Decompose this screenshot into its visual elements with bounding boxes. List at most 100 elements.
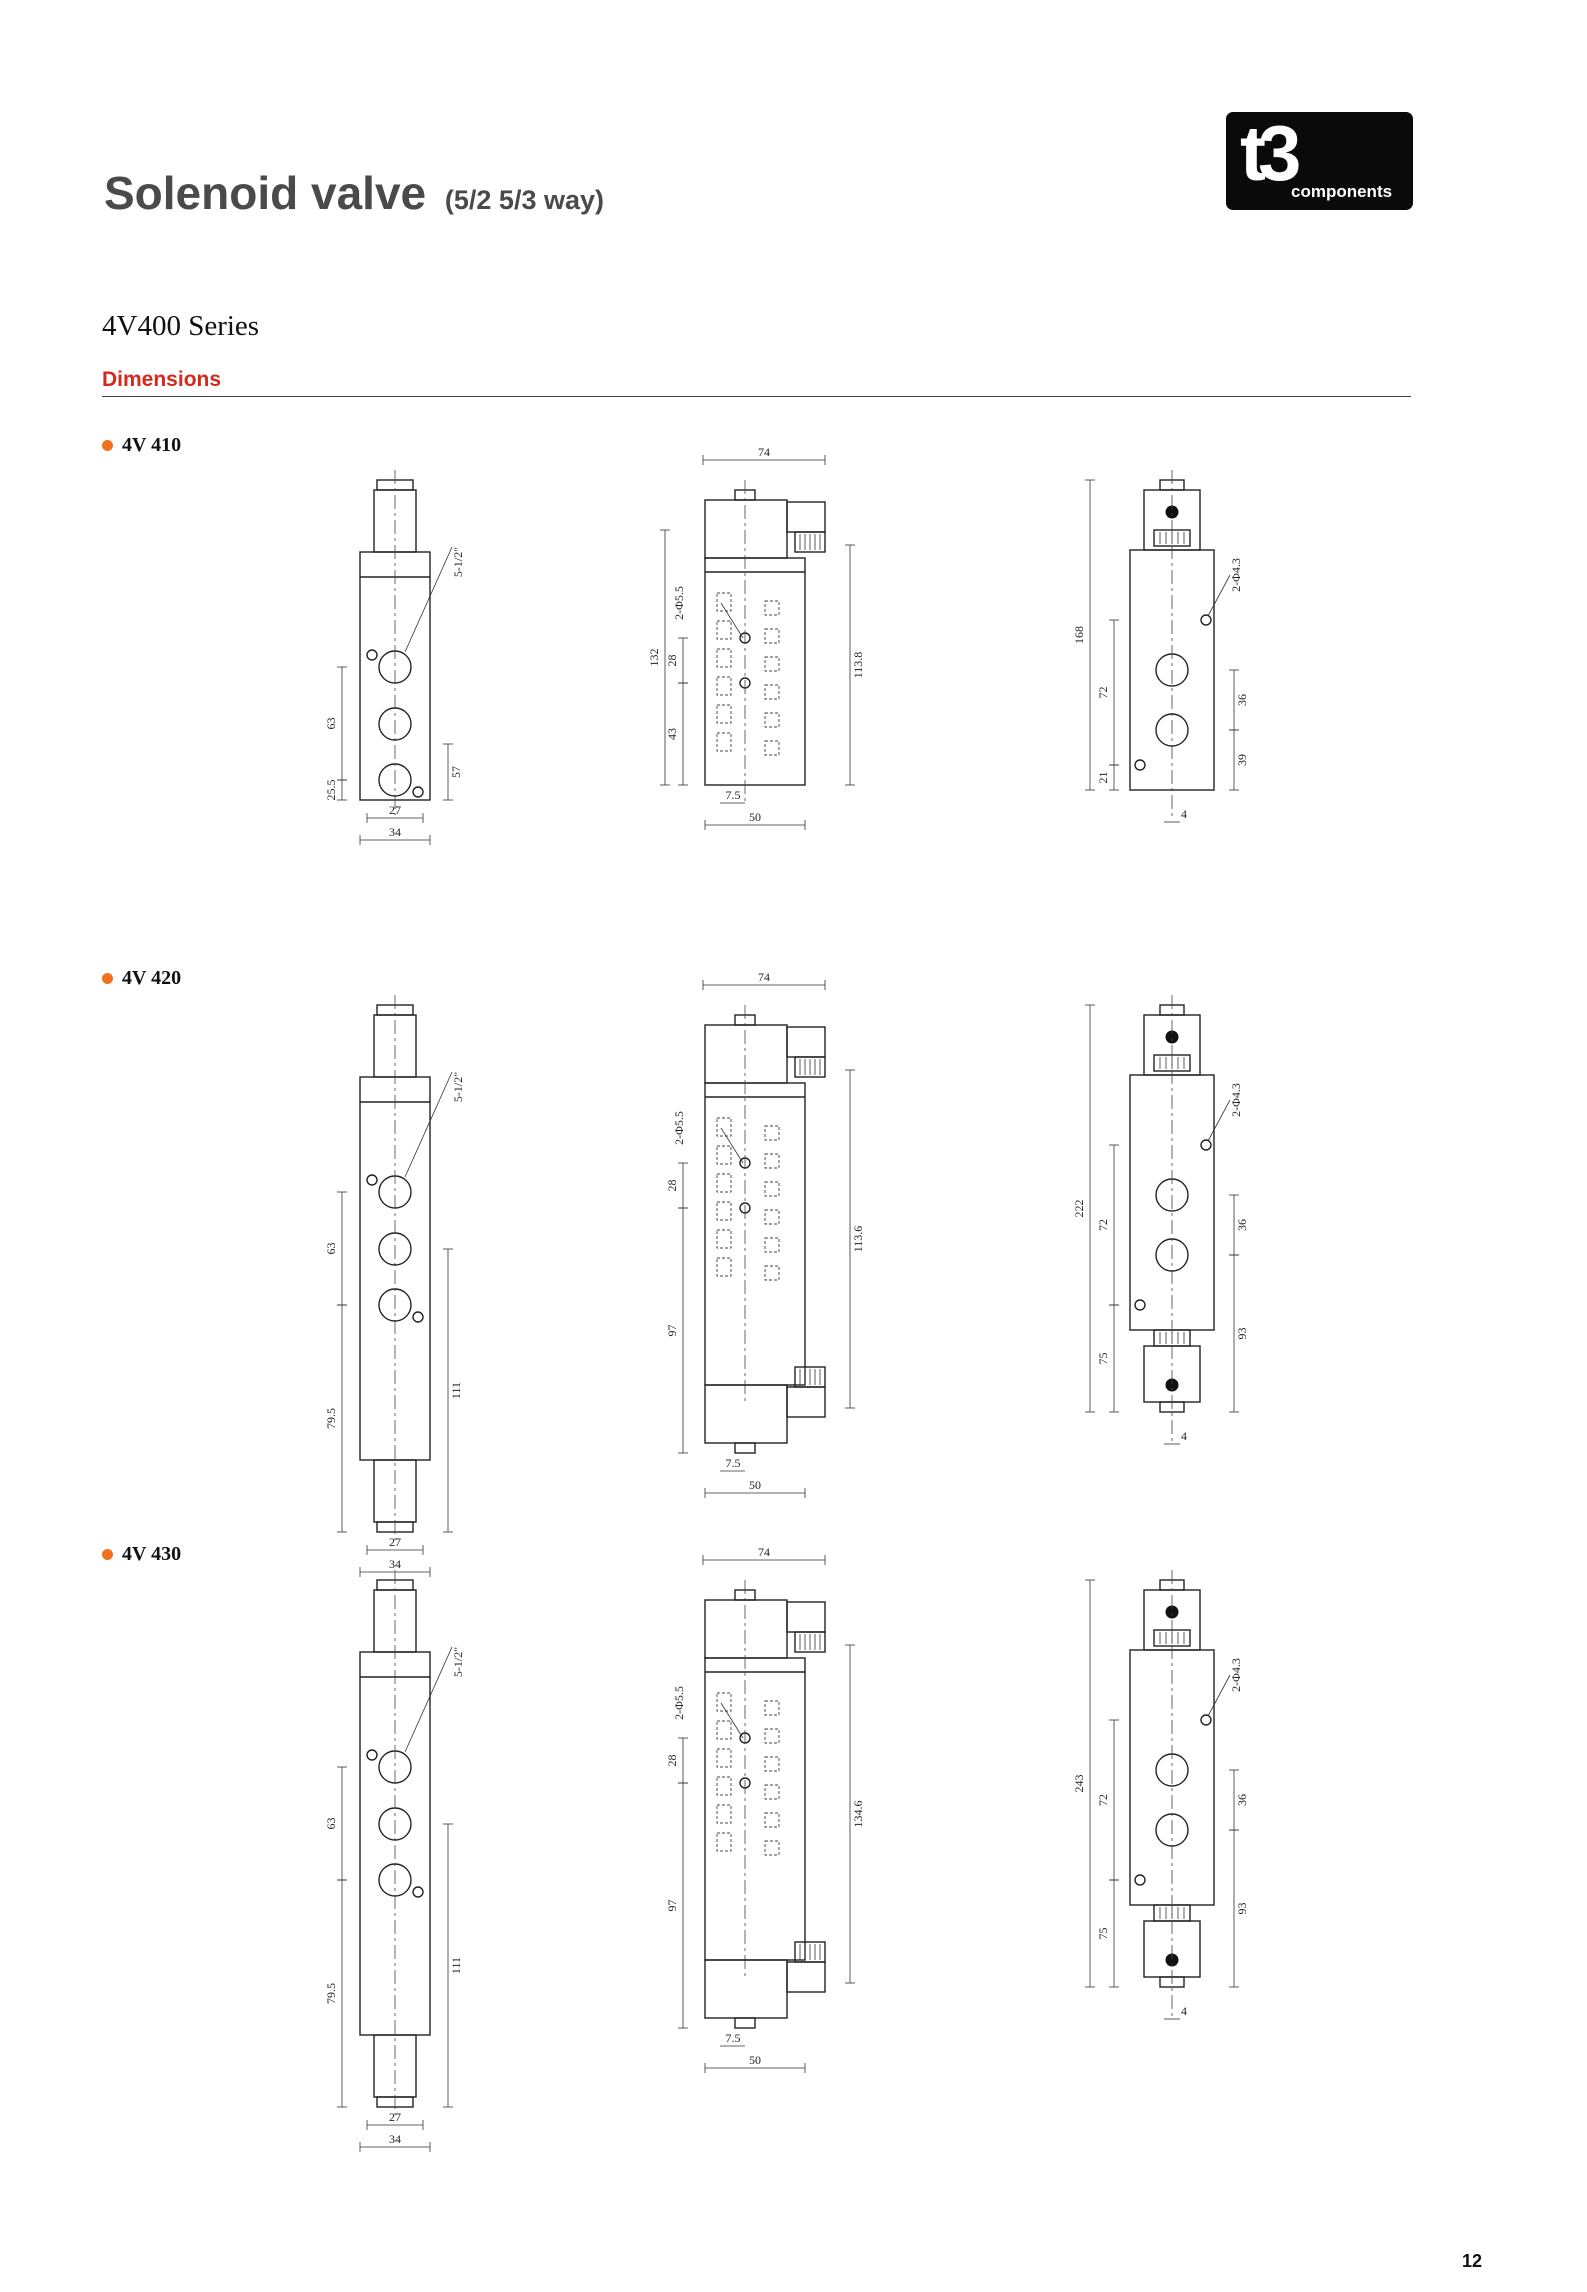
bullet-icon [102,440,113,451]
bullet-icon [102,1549,113,1560]
dimension-label: 27 [389,1535,401,1549]
connector [786,501,826,533]
dimension-label: 75 [1096,1928,1110,1940]
section-divider [102,396,1411,397]
dimension-label: 97 [665,1900,679,1912]
dimension-label: 34 [389,2132,401,2146]
dimension-label: 74 [758,1545,770,1559]
model-name: 4V 410 [122,434,182,456]
hole-label: 2-Φ4.3 [1229,1658,1243,1692]
manual-button [734,1442,756,1454]
mount-hole [412,786,424,798]
internal-passage [716,732,732,752]
series-title: 4V400 Series [102,310,260,342]
dimension-label: 34 [389,1557,401,1571]
dimension-label: 113.6 [851,1226,865,1253]
internal-passage [716,620,732,640]
valve-body [704,557,806,786]
internal-passage [716,592,732,612]
hole-label: 2-Φ5.5 [672,586,686,620]
dimension-label: 168 [1072,626,1086,644]
mount-hole [1134,1874,1146,1886]
coil-body [794,1056,826,1078]
solenoid-coil [704,1384,788,1444]
dimension-label: 132 [647,649,661,667]
section-heading: Dimensions [102,368,222,391]
dimension-label: 27 [389,2110,401,2124]
dimension-label: 74 [758,970,770,984]
model-name: 4V 430 [122,1543,182,1565]
internal-passage [764,1265,780,1281]
internal-passage [716,1173,732,1193]
mount-hole [1200,1714,1212,1726]
dimension-label: 7.5 [726,2031,741,2045]
dimension-label: 72 [1096,1794,1110,1806]
connector [786,1961,826,1993]
mount-hole [412,1311,424,1323]
model-heading-410: 4V 410 [102,434,181,457]
mount-hole [366,1174,378,1186]
internal-passage [764,628,780,644]
dimension-label: 25.5 [324,780,338,801]
drawing-row-4v-420: 5-1/2"6379.51112734742-Φ5.52897113.67.55… [324,970,1249,1577]
leader [1207,1674,1231,1717]
internal-passage [764,1784,780,1800]
dimension-label: 93 [1235,1903,1249,1915]
dimension-label: 75 [1096,1353,1110,1365]
hole-label: 2-Φ5.5 [672,1686,686,1720]
dimension-label: 27 [389,803,401,817]
dimension-label: 50 [749,2053,761,2067]
dimension-label: 79.5 [324,1983,338,2004]
dimension-label: 111 [449,1957,463,1974]
internal-passage [764,1812,780,1828]
dimension-label: 72 [1096,687,1110,699]
internal-passage [716,1832,732,1852]
connector [786,1386,826,1418]
dimension-label: 113.8 [851,652,865,679]
leader [1207,574,1231,617]
dimension-label: 36 [1235,694,1249,706]
dimension-label: 36 [1235,1219,1249,1231]
dimension-label: 93 [1235,1328,1249,1340]
model-heading-420: 4V 420 [102,967,181,990]
hole-label: 2-Φ4.3 [1229,1083,1243,1117]
internal-passage [764,600,780,616]
internal-passage [764,1125,780,1141]
internal-passage [764,1728,780,1744]
dimension-label: 97 [665,1325,679,1337]
dimension-label: 63 [324,718,338,730]
model-heading-430: 4V 430 [102,1543,181,1566]
internal-passage [764,1756,780,1772]
dimension-label: 28 [665,1755,679,1767]
internal-passage [764,1237,780,1253]
valve-body [704,1657,806,1961]
model-name: 4V 420 [122,967,182,989]
internal-passage [764,1153,780,1169]
dimension-label: 50 [749,1478,761,1492]
solenoid-coil [704,1599,788,1659]
connector [786,1026,826,1058]
internal-passage [764,712,780,728]
dimension-label: 4 [1181,2004,1187,2018]
dimension-label: 243 [1072,1775,1086,1793]
mount-hole [1134,1299,1146,1311]
coil-body [794,1631,826,1653]
dimension-label: 134.6 [851,1801,865,1828]
dimension-label: 34 [389,825,401,839]
dimension-label: 7.5 [726,1456,741,1470]
thread-label: 5-1/2" [451,1647,465,1677]
dimension-label: 57 [449,766,463,778]
dimension-label: 39 [1235,754,1249,766]
leader [720,602,744,639]
dimension-label: 43 [665,728,679,740]
internal-passage [716,1804,732,1824]
coil-body [794,531,826,553]
